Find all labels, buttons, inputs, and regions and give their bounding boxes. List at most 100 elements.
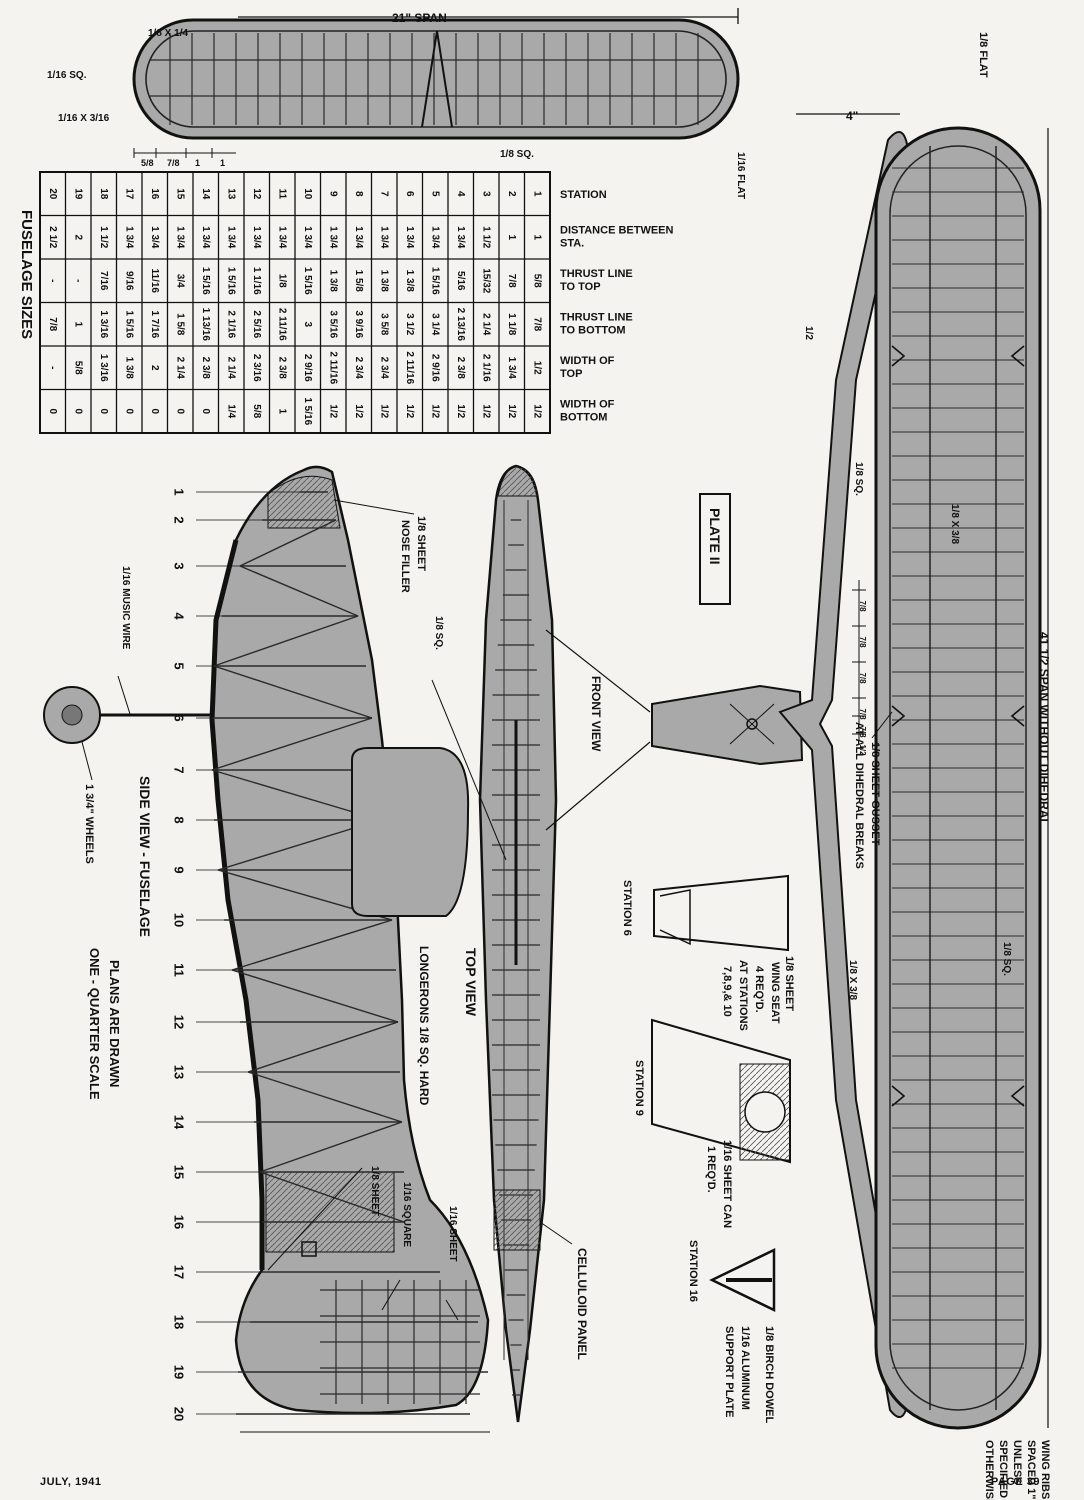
- table-cell: 3 5/8: [379, 313, 390, 336]
- table-cell: 1/4: [226, 404, 237, 418]
- aluminum-label-1: 1/16 ALUMINUM: [739, 1326, 751, 1410]
- table-cell: -: [73, 279, 84, 282]
- tail-square-leader: [381, 1279, 401, 1311]
- table-cell: 1/2: [430, 404, 441, 418]
- front-view-label: FRONT VIEW: [589, 676, 603, 752]
- table-cell: 2 11/16: [404, 351, 415, 384]
- table-cell: 1 3/8: [328, 270, 339, 293]
- front-view-wing-center: [651, 684, 804, 766]
- station-formers: STATION 6 STATION 9 1/8 SHEET WING SEAT …: [621, 684, 804, 1423]
- station-number: 17: [172, 1265, 187, 1279]
- station-6-former: [653, 874, 789, 952]
- music-wire-label: 1/16 MUSIC WIRE: [120, 566, 131, 650]
- table-cell: 7/8: [47, 317, 58, 331]
- plate-box: [699, 493, 731, 605]
- wing-dim-label: 7/8: [858, 636, 867, 648]
- table-cell: 9: [328, 191, 339, 197]
- gusset-label-1: 1/8 SHEET GUSSET: [869, 742, 881, 846]
- table-cell: 5/8: [73, 361, 84, 375]
- plate-text: PLATE II: [707, 508, 723, 565]
- table-cell: 2 11/16: [277, 308, 288, 341]
- wing-4in-label: 4": [846, 109, 858, 123]
- side-diagonal: [259, 1171, 405, 1223]
- wing-spar-label: 1/8 X 3/8: [949, 504, 960, 544]
- station-number: 8: [172, 816, 187, 823]
- table-cell: 7/8: [532, 317, 543, 331]
- ribs-note-5: OTHERWISE: [983, 1440, 995, 1500]
- table-cell: 3 1/4: [430, 313, 441, 336]
- table-cell: 1/2: [404, 404, 415, 418]
- side-view-outline: [210, 465, 490, 1415]
- table-cell: 1 3/8: [404, 270, 415, 293]
- table-cell: 2: [506, 191, 517, 197]
- table-cell: 20: [47, 188, 58, 200]
- table-cell: 3 9/16: [353, 310, 364, 338]
- table-cell: 1 3/8: [379, 270, 390, 293]
- can-label-2: 1 REQ'D.: [705, 1146, 717, 1193]
- dihedral-gusset: [1010, 1085, 1025, 1107]
- wing-flat-label: 1/8 FLAT: [977, 32, 989, 78]
- station-number: 20: [172, 1407, 187, 1421]
- wing-dim-label: 7/8: [858, 672, 867, 684]
- stab-label-top: 1/8 X 1/4: [148, 28, 188, 39]
- table-cell: 2 9/16: [430, 354, 441, 382]
- wing-seat-1: 1/8 SHEET: [783, 956, 795, 1011]
- table-cell: 2 9/16: [302, 354, 313, 382]
- tail-sheet-leader: [267, 1167, 363, 1271]
- dihedral-gusset: [1010, 705, 1025, 727]
- table-cell: 1 5/8: [353, 270, 364, 293]
- side-view-lower-longeron: [209, 539, 265, 1270]
- station-number: 16: [172, 1215, 187, 1229]
- side-diagonal: [231, 919, 393, 971]
- tail-square-label: 1/16 SQUARE: [401, 1182, 412, 1247]
- table-cell: 6: [404, 191, 415, 197]
- tail-sheet2-label: 1/16 SHEET: [447, 1206, 458, 1262]
- side-view-title: SIDE VIEW - FUSELAGE: [137, 776, 153, 937]
- table-cell: 15/32: [481, 268, 492, 293]
- table-cell: 2 3/8: [277, 357, 288, 380]
- celluloid-leader: [539, 1221, 573, 1245]
- table-cell: 1 3/4: [506, 357, 517, 380]
- side-view-tail-ribs: [320, 1280, 480, 1404]
- station-number: 5: [172, 662, 187, 669]
- wing-inner: [889, 145, 1027, 1411]
- wheels-label: 1 3/4" WHEELS: [83, 784, 95, 864]
- table-cell: 0: [47, 408, 58, 414]
- table-cell: 1 1/16: [251, 267, 262, 295]
- table-cell: 18: [98, 188, 109, 200]
- side-view-note-2: ONE - QUARTER SCALE: [87, 948, 102, 1100]
- celluloid-label: CELLULOID PANEL: [575, 1248, 589, 1360]
- wing-seat-5: 7,8,9,& 10: [721, 966, 733, 1017]
- side-view-note-1: PLANS ARE DRAWN: [107, 960, 122, 1087]
- table-row-label: THRUST LINE: [560, 311, 633, 323]
- ribs-note-4: SPECIFIED: [997, 1440, 1009, 1498]
- stabilizer-outline: [132, 18, 740, 140]
- station-number: 15: [172, 1165, 187, 1179]
- table-cell: 1 3/4: [149, 226, 160, 249]
- table-row-label: THRUST LINE: [560, 268, 633, 280]
- table-cell: 10: [302, 188, 313, 200]
- table-cell: 1 5/16: [430, 267, 441, 295]
- station-6-label: STATION 6: [621, 880, 633, 936]
- station-number: 3: [172, 562, 187, 569]
- longerons-label: LONGERONS 1/8 SQ. HARD: [417, 946, 431, 1106]
- station-number: 9: [172, 866, 187, 873]
- table-cell: 2 3/4: [379, 357, 390, 380]
- table-cell: 1 3/4: [251, 226, 262, 249]
- table-cell: 2 1/4: [481, 313, 492, 336]
- table-cell: 1 5/16: [302, 397, 313, 425]
- table-cell: 0: [149, 408, 160, 414]
- nose-filler-leader: [333, 499, 415, 515]
- table-cell: 3 1/2: [404, 313, 415, 336]
- dowel-label: 1/8 BIRCH DOWEL: [763, 1326, 775, 1423]
- table-cell: 1: [532, 191, 543, 197]
- table-cell: 2 3/4: [353, 357, 364, 380]
- stab-dim-label: 5/8: [141, 158, 154, 168]
- wing-front-view: [778, 131, 910, 1419]
- table-cell: 1/2: [455, 404, 466, 418]
- station-9-dowel-hole: [744, 1091, 786, 1133]
- table-row-label: TO BOTTOM: [560, 324, 626, 336]
- table-cell: 1/2: [481, 404, 492, 418]
